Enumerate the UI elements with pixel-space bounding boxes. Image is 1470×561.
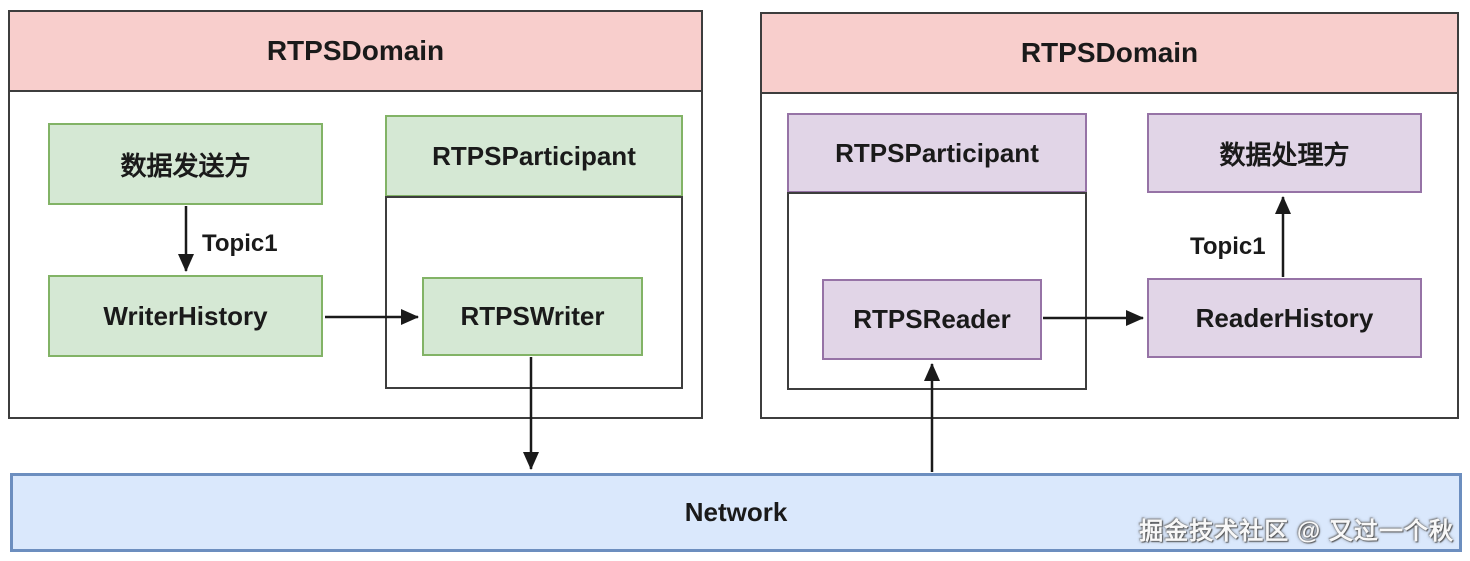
watermark: 掘金技术社区 @ 又过一个秋 <box>1139 518 1454 545</box>
rtps-reader-box: RTPSReader <box>822 279 1042 360</box>
data-sender-box: 数据发送方 <box>48 123 323 205</box>
left-rtps-domain-title: RTPSDomain <box>10 12 701 92</box>
left-rtps-participant-header: RTPSParticipant <box>385 115 683 197</box>
writer-history-box: WriterHistory <box>48 275 323 357</box>
left-rtps-participant-body <box>385 196 683 389</box>
data-processor-box: 数据处理方 <box>1147 113 1422 193</box>
right-rtps-participant-header: RTPSParticipant <box>787 113 1087 193</box>
rtps-writer-box: RTPSWriter <box>422 277 643 356</box>
network-bar: Network <box>10 473 1462 552</box>
right-rtps-participant-body <box>787 192 1087 390</box>
topic1-label-right: Topic1 <box>1190 233 1266 260</box>
right-rtps-domain-title: RTPSDomain <box>762 14 1457 94</box>
topic1-label-left: Topic1 <box>202 230 278 257</box>
reader-history-box: ReaderHistory <box>1147 278 1422 358</box>
